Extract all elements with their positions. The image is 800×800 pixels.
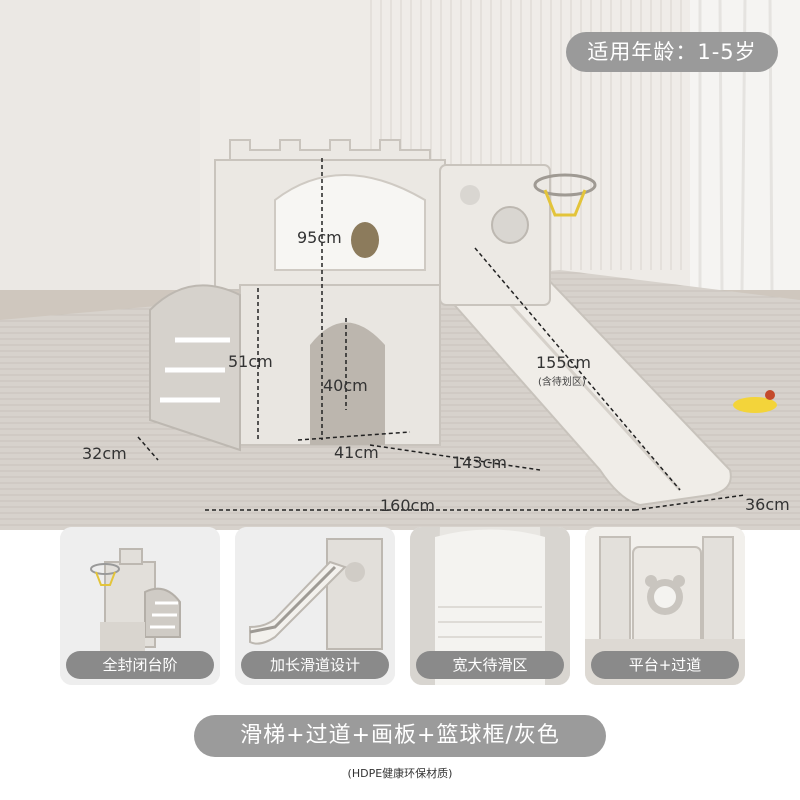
dimension-platform-height: 51cm — [228, 352, 273, 371]
dimension-slide-run: 143cm — [452, 453, 507, 472]
age-range-badge: 适用年龄：1-5岁 — [566, 32, 778, 72]
feature-thumbnail-row: 全封闭台阶 加长滑道设计 宽大待滑区 — [60, 527, 800, 687]
feature-card-wide-waiting-area[interactable]: 宽大待滑区 — [410, 527, 570, 685]
dimension-slide-width: 36cm — [745, 495, 790, 514]
feature-card-enclosed-stairs[interactable]: 全封闭台阶 — [60, 527, 220, 685]
dimension-stair-width: 32cm — [82, 444, 127, 463]
dimension-slide-length: 155cm — [536, 353, 591, 372]
feature-card-extended-slide[interactable]: 加长滑道设计 — [235, 527, 395, 685]
feature-label-extended-slide: 加长滑道设计 — [241, 651, 389, 679]
material-note: (HDPE健康环保材质) — [347, 767, 453, 780]
feature-label-enclosed-stairs: 全封闭台阶 — [66, 651, 214, 679]
product-hero-image: 适用年龄：1-5岁 95cm 51cm 40cm 41cm 32cm 155cm… — [0, 0, 800, 530]
product-title: 滑梯+过道+画板+篮球框/灰色 — [194, 715, 606, 757]
dimension-height-total: 95cm — [297, 228, 342, 247]
feature-card-platform-passage[interactable]: 平台+过道 — [585, 527, 745, 685]
dimension-slide-note: (含待划区) — [538, 377, 586, 388]
dimension-tunnel-width: 41cm — [334, 443, 379, 462]
dimension-total-length: 160cm — [380, 496, 435, 515]
feature-label-platform-passage: 平台+过道 — [591, 651, 739, 679]
feature-label-wide-waiting-area: 宽大待滑区 — [416, 651, 564, 679]
dimension-tunnel-height: 40cm — [323, 376, 368, 395]
